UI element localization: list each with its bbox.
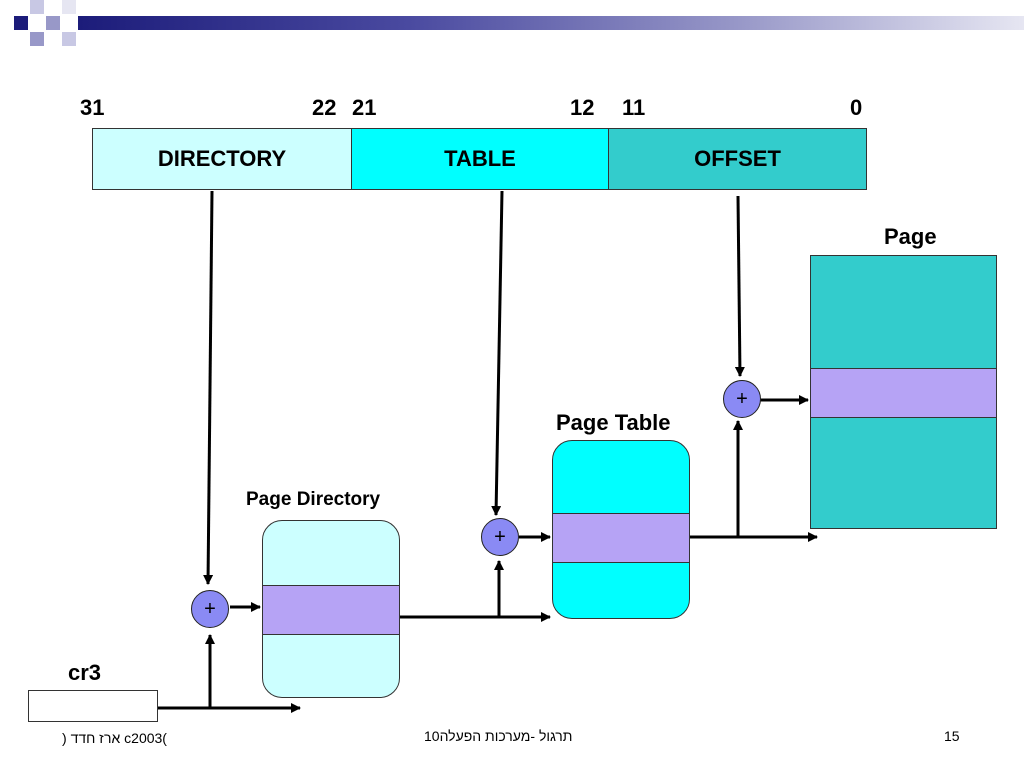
bit-label-12: 12 (570, 95, 595, 120)
bit-label-0: 0 (850, 95, 863, 120)
footer-author: ) ארז חדד c2003( (62, 730, 167, 746)
bit-label-22: 22 (312, 95, 337, 120)
directory-to-adder-arrow (203, 190, 214, 585)
offset-field: OFFSET (608, 128, 867, 190)
page-directory-label: Page Directory (246, 489, 381, 510)
page-table-box (552, 440, 690, 619)
page-directory-box (262, 520, 400, 698)
offset-adder: + (723, 380, 761, 418)
header-gradient-bar (78, 16, 1024, 30)
page-label: Page (884, 224, 937, 249)
cr3-register-box (28, 690, 158, 722)
table-adder: + (481, 518, 519, 556)
page-entry-band (811, 368, 996, 418)
offset-to-adder-arrow (734, 195, 745, 377)
page-table-entry-band (553, 513, 689, 563)
footer-course-title: 10תרגול -מערכות הפעלה (424, 728, 573, 744)
page-table-label: Page Table (556, 410, 671, 435)
bit-label-11: 11 (622, 95, 646, 120)
footer-page-number: 15 (944, 728, 960, 744)
page-box (810, 255, 997, 529)
directory-adder: + (191, 590, 229, 628)
bit-label-21: 21 (352, 95, 377, 120)
bit-label-31: 31 (80, 95, 105, 120)
table-to-adder-arrow (491, 190, 504, 516)
header-square-decoration (0, 0, 78, 60)
directory-field: DIRECTORY (92, 128, 352, 190)
cr3-label: cr3 (68, 660, 102, 685)
page-directory-entry-band (263, 585, 399, 635)
